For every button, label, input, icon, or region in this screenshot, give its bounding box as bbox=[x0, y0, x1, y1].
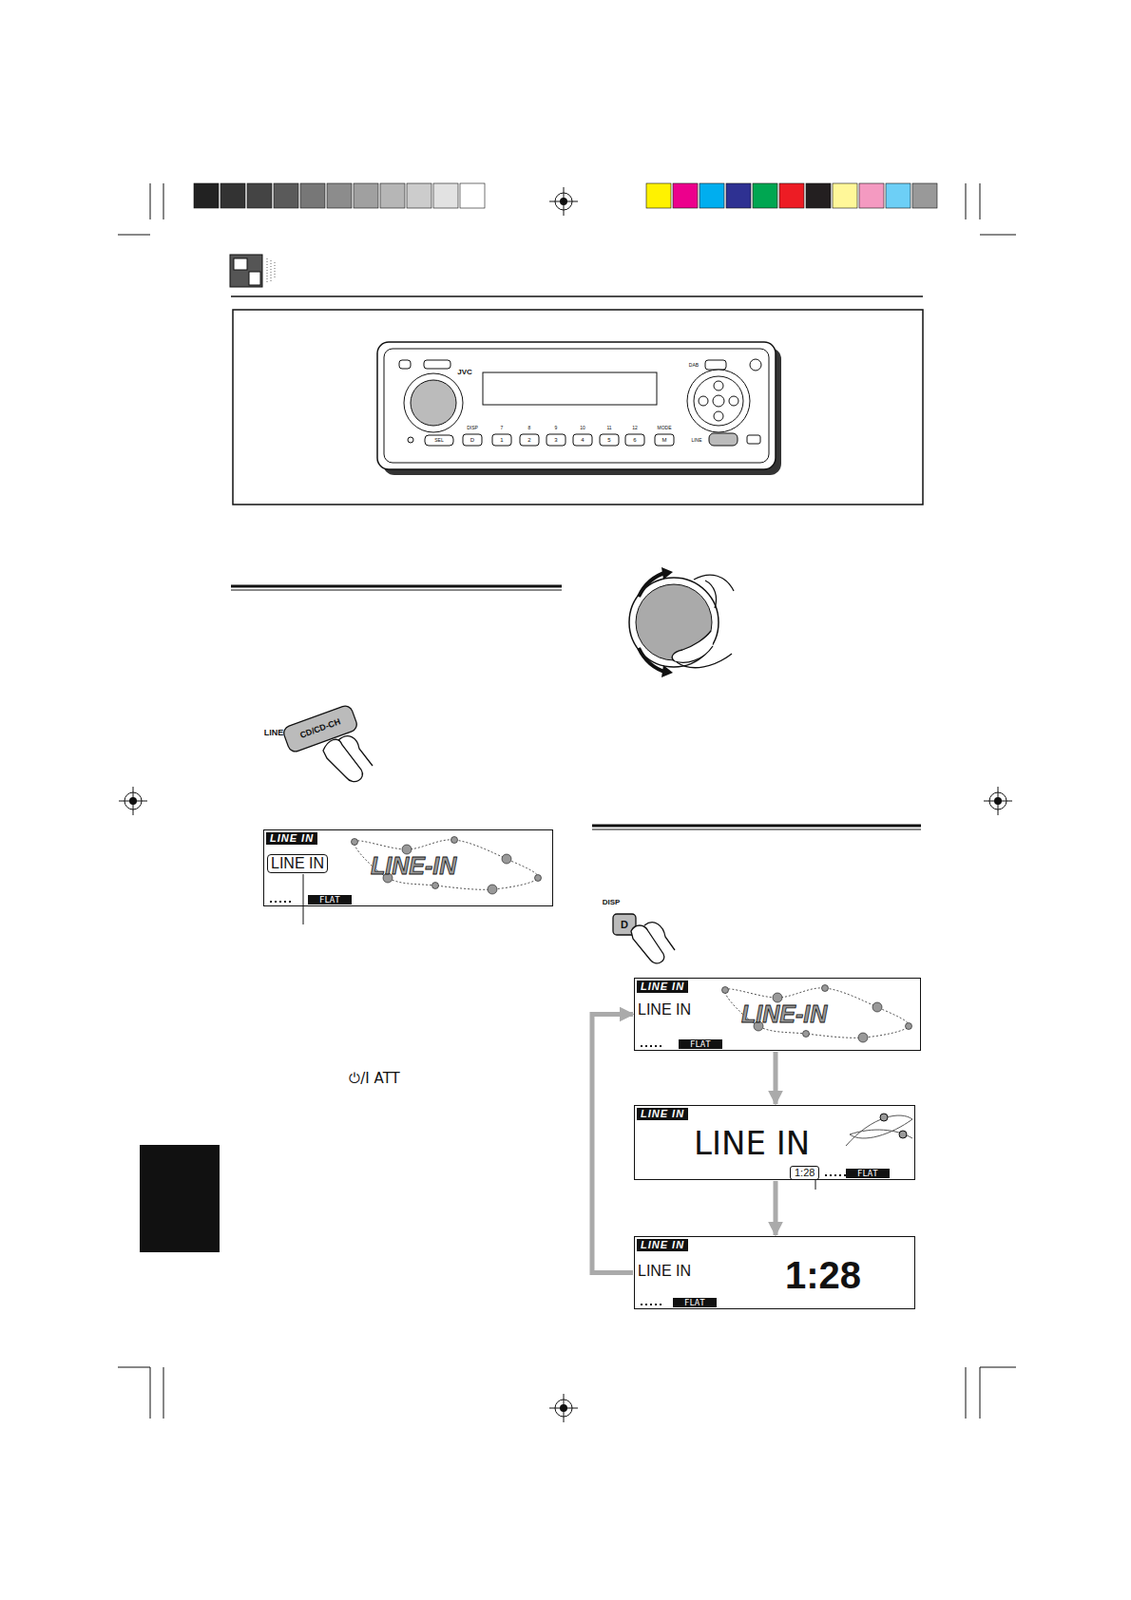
source-name: LINE IN bbox=[693, 1127, 810, 1160]
sound-mode-bar: FLAT bbox=[307, 895, 352, 905]
sound-mode-bar: FLAT bbox=[678, 1039, 723, 1050]
button-caption: DISP bbox=[466, 425, 479, 431]
faceplate bbox=[377, 342, 782, 476]
button-caption: 9 bbox=[555, 425, 558, 431]
button-label: 3 bbox=[554, 437, 557, 443]
button-label: M bbox=[662, 437, 668, 443]
lcd-display: LINE IN LINE IN 1:28 FLAT bbox=[633, 1105, 916, 1181]
button-caption: 12 bbox=[632, 425, 638, 431]
lcd-display: LINE IN LINE IN LINE-IN FLAT bbox=[263, 829, 554, 907]
button-label: 5 bbox=[607, 437, 611, 443]
button-label: D bbox=[620, 920, 629, 931]
button-caption: LINE bbox=[264, 728, 285, 738]
button-label: 1 bbox=[499, 437, 503, 443]
button-label: 4 bbox=[580, 437, 584, 443]
button-caption: LINE bbox=[690, 438, 702, 443]
section-icon bbox=[230, 254, 275, 288]
clock-time: 1:28 bbox=[789, 1166, 820, 1181]
source-badge: LINE IN bbox=[636, 1108, 689, 1121]
source-name: LINE IN bbox=[267, 854, 328, 874]
flow-arrow bbox=[773, 1052, 779, 1105]
disp-button-illustration bbox=[613, 914, 675, 964]
button-caption: DISP bbox=[602, 899, 621, 907]
lcd-display: LINE IN LINE IN 1:28FLAT bbox=[633, 1236, 916, 1310]
flow-arrow bbox=[773, 1181, 779, 1236]
source-badge: LINE IN bbox=[636, 980, 689, 994]
button-caption: 10 bbox=[579, 425, 586, 431]
button-caption: 8 bbox=[528, 425, 532, 431]
source-name: LINE IN bbox=[637, 1264, 691, 1280]
source-badge: LINE IN bbox=[266, 832, 318, 845]
button-caption: 11 bbox=[606, 425, 612, 431]
button-label: D bbox=[470, 437, 475, 443]
button-caption: DAB bbox=[689, 363, 699, 368]
sound-mode-bar: FLAT bbox=[845, 1169, 890, 1179]
button-label: 6 bbox=[632, 437, 636, 443]
clock-time: 1:28 bbox=[785, 1256, 862, 1295]
source-graphic: LINE-IN bbox=[741, 1002, 827, 1027]
button-label: 2 bbox=[527, 437, 531, 443]
cd-button-illustration bbox=[282, 704, 373, 783]
sound-mode-bar: FLAT bbox=[672, 1298, 717, 1308]
index-tab bbox=[139, 1145, 220, 1253]
source-graphic: LINE-IN bbox=[370, 854, 457, 879]
button-caption: MODE bbox=[657, 425, 672, 431]
lcd-display: LINE IN LINE IN LINE-IN FLAT bbox=[633, 977, 921, 1052]
source-badge: LINE IN bbox=[636, 1239, 689, 1252]
button-label: SEL bbox=[434, 438, 443, 443]
source-name: LINE IN bbox=[637, 1002, 691, 1018]
button-reference: ⏻/I ATT bbox=[348, 1072, 400, 1087]
button-caption: 7 bbox=[500, 425, 504, 431]
volume-knob-illustration bbox=[629, 567, 734, 678]
flow-arrow bbox=[592, 1015, 633, 1274]
brand-logo: JVC bbox=[457, 368, 473, 377]
